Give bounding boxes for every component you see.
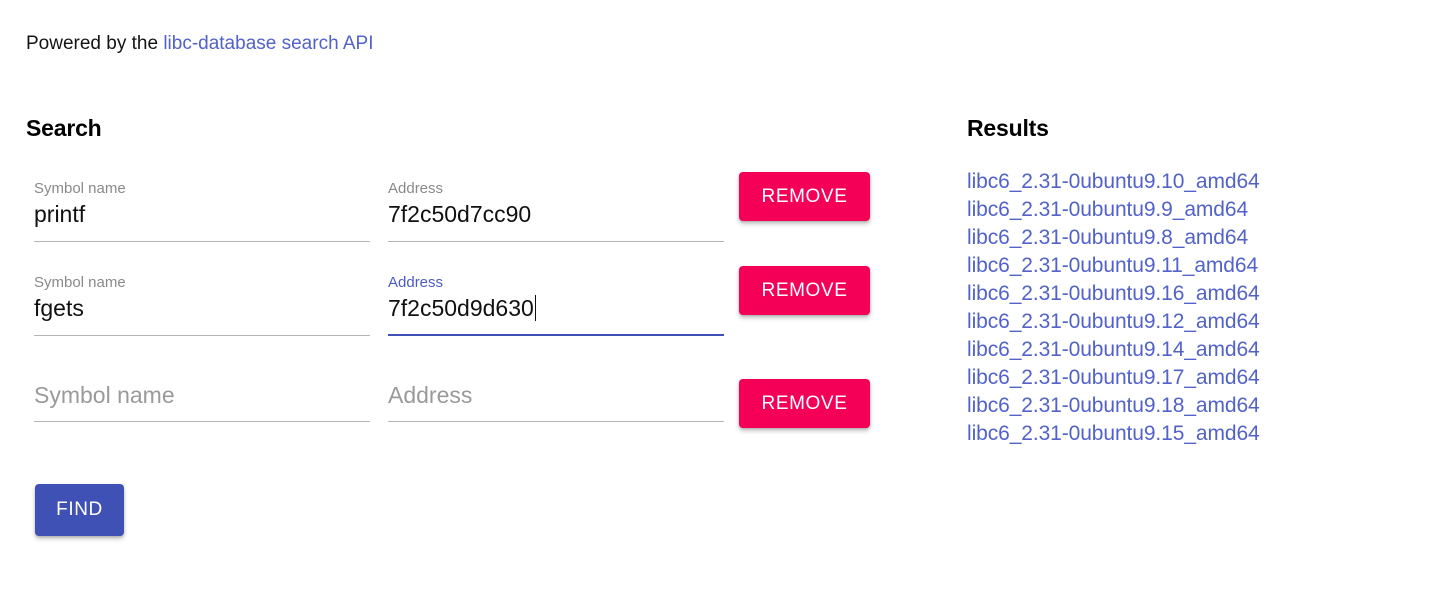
- text-caret: [534, 295, 536, 321]
- search-row: Symbol name Address REMOVE: [0, 354, 930, 448]
- results-list: libc6_2.31-0ubuntu9.10_amd64 libc6_2.31-0…: [967, 168, 1397, 448]
- result-item[interactable]: libc6_2.31-0ubuntu9.17_amd64: [967, 366, 1260, 389]
- field-underline: [388, 421, 724, 422]
- search-row: Symbol name printf Address 7f2c50d7cc90 …: [0, 166, 930, 260]
- find-button[interactable]: FIND: [35, 484, 124, 536]
- result-item[interactable]: libc6_2.31-0ubuntu9.12_amd64: [967, 310, 1260, 333]
- result-item[interactable]: libc6_2.31-0ubuntu9.15_amd64: [967, 422, 1260, 445]
- symbol-name-value-2[interactable]: fgets: [34, 295, 84, 321]
- remove-button-3[interactable]: REMOVE: [739, 379, 870, 428]
- search-row: Symbol name fgets Address 7f2c50d9d630 R…: [0, 260, 930, 354]
- address-field-1[interactable]: Address 7f2c50d7cc90: [388, 166, 724, 242]
- address-value-2[interactable]: 7f2c50d9d630: [388, 293, 724, 323]
- results-section-title: Results: [967, 115, 1049, 141]
- field-underline-focused: [388, 334, 724, 336]
- address-value-1[interactable]: 7f2c50d7cc90: [388, 201, 532, 227]
- address-placeholder-3: Address: [388, 382, 473, 408]
- libc-database-api-link[interactable]: libc-database search API: [163, 33, 374, 54]
- remove-button-1[interactable]: REMOVE: [739, 172, 870, 221]
- field-underline: [34, 421, 370, 422]
- symbol-name-placeholder-3: Symbol name: [34, 382, 175, 408]
- search-section-title: Search: [26, 115, 102, 141]
- result-item[interactable]: libc6_2.31-0ubuntu9.8_amd64: [967, 226, 1249, 249]
- symbol-name-field-2[interactable]: Symbol name fgets: [34, 260, 370, 336]
- address-field-2[interactable]: Address 7f2c50d9d630: [388, 260, 724, 336]
- result-item[interactable]: libc6_2.31-0ubuntu9.9_amd64: [967, 198, 1249, 221]
- address-label-1: Address: [388, 180, 444, 197]
- address-label-2: Address: [388, 274, 444, 291]
- symbol-name-field-1[interactable]: Symbol name printf: [34, 166, 370, 242]
- field-underline: [34, 241, 370, 242]
- symbol-name-field-3[interactable]: Symbol name: [34, 354, 370, 430]
- symbol-name-label-1: Symbol name: [34, 180, 126, 197]
- field-underline: [388, 241, 724, 242]
- powered-by-prefix: Powered by the: [26, 33, 164, 54]
- address-field-3[interactable]: Address: [388, 354, 724, 430]
- search-form: Symbol name printf Address 7f2c50d7cc90 …: [0, 166, 930, 448]
- result-item[interactable]: libc6_2.31-0ubuntu9.16_amd64: [967, 282, 1260, 305]
- result-item[interactable]: libc6_2.31-0ubuntu9.14_amd64: [967, 338, 1260, 361]
- address-value-2-text: 7f2c50d9d630: [388, 295, 534, 321]
- powered-by-text: Powered by the libc-database search API: [26, 30, 374, 58]
- remove-button-2[interactable]: REMOVE: [739, 266, 870, 315]
- result-item[interactable]: libc6_2.31-0ubuntu9.11_amd64: [967, 254, 1259, 277]
- result-item[interactable]: libc6_2.31-0ubuntu9.10_amd64: [967, 170, 1260, 193]
- result-item[interactable]: libc6_2.31-0ubuntu9.18_amd64: [967, 394, 1260, 417]
- symbol-name-value-1[interactable]: printf: [34, 201, 86, 227]
- field-underline: [34, 335, 370, 336]
- symbol-name-label-2: Symbol name: [34, 274, 126, 291]
